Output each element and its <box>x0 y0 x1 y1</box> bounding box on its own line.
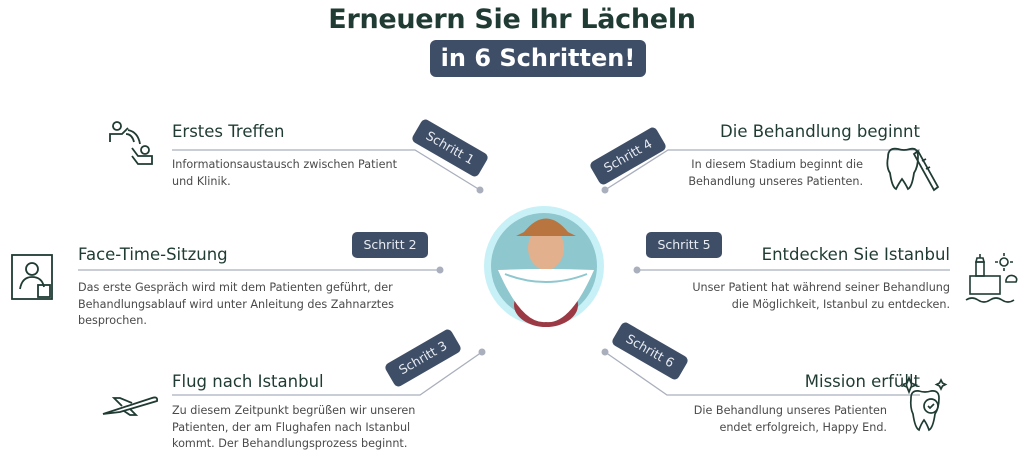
connector-step-1 <box>172 149 481 191</box>
step-2-title: Face-Time-Sitzung <box>78 245 228 264</box>
step-2-badge: Schritt 2 <box>352 232 428 258</box>
connector-step-3 <box>172 351 483 396</box>
step-3-desc: Zu diesem Zeitpunkt begrüßen wir unseren… <box>172 404 416 450</box>
step-5-desc: Unser Patient hat während seiner Behandl… <box>692 281 950 311</box>
step-6-title: Mission erfüllt <box>804 372 920 391</box>
step-2-desc: Das erste Gespräch wird mit dem Patiente… <box>78 281 394 327</box>
maiden-tower-icon <box>965 253 1018 303</box>
step-4-title: Die Behandlung beginnt <box>720 122 920 141</box>
connector-step-6 <box>604 351 920 396</box>
connector-step-4 <box>604 149 920 191</box>
step-3-title: Flug nach Istanbul <box>172 372 324 391</box>
page-title: Erneuern Sie Ihr Lächeln <box>328 4 696 35</box>
people-waving-icon <box>109 121 153 165</box>
dot-step-6 <box>601 348 609 356</box>
dot-step-4 <box>601 186 609 194</box>
step-6-desc: Die Behandlung unseres Patienten endet e… <box>693 404 887 434</box>
tooth-brush-icon <box>886 147 940 192</box>
smile-photo <box>484 206 604 327</box>
video-call-icon <box>11 254 53 300</box>
dot-step-3 <box>478 348 486 356</box>
airplane-icon <box>102 396 159 416</box>
dot-step-2 <box>436 266 444 274</box>
step-5-badge: Schritt 5 <box>646 232 722 258</box>
dot-step-5 <box>633 266 641 274</box>
step-5-title: Entdecken Sie Istanbul <box>761 245 950 264</box>
step-4-desc: In diesem Stadium beginnt die Behandlung… <box>688 158 863 188</box>
dot-step-1 <box>476 186 484 194</box>
step-1-title: Erstes Treffen <box>172 122 285 141</box>
subtitle-pill: in 6 Schritten! <box>430 40 646 77</box>
step-1-desc: Informationsaustausch zwischen Patient u… <box>172 158 398 188</box>
sparkling-tooth-icon <box>903 376 948 432</box>
